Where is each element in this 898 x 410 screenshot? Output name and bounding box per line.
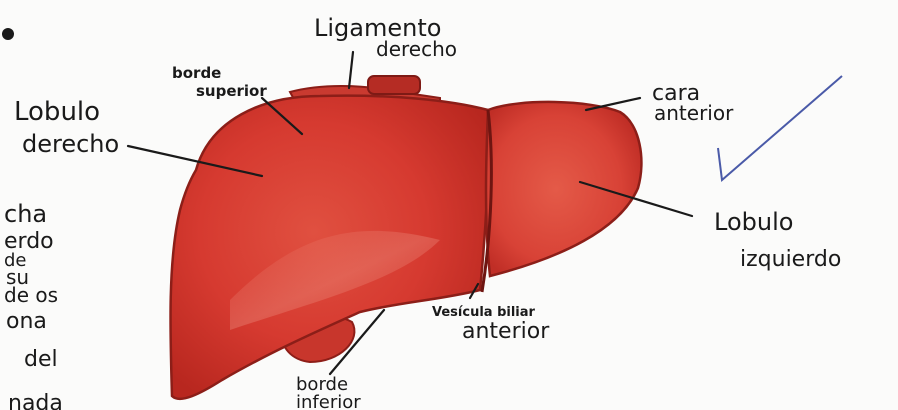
label-lobulo-derecho-2: derecho — [22, 130, 119, 158]
label-vesicula-1: Vesícula biliar — [432, 305, 536, 320]
ligament-knob — [368, 76, 420, 94]
label-cara-anterior-2: anterior — [654, 101, 734, 125]
leader-ligamento — [349, 52, 353, 88]
label-borde-superior-2: superior — [196, 82, 267, 100]
side-text-6: ona — [6, 309, 47, 334]
label-borde-inferior-2: inferior — [296, 392, 361, 410]
checkmark-icon — [718, 76, 842, 180]
label-borde-superior-1: borde — [172, 64, 221, 82]
label-lobulo-derecho-1: Lobulo — [14, 97, 100, 127]
bullet-dot — [2, 28, 14, 40]
label-vesicula-2: anterior — [462, 319, 550, 344]
label-ligamento-2: derecho — [376, 37, 457, 61]
label-lobulo-izquierdo-2: izquierdo — [740, 247, 841, 272]
left-lobe-shape — [486, 102, 641, 276]
side-text-5: de os — [4, 283, 58, 307]
side-text-1: cha — [4, 200, 47, 228]
side-text-7: del — [24, 347, 58, 372]
side-text-8: nada — [8, 391, 63, 410]
label-lobulo-izquierdo-1: Lobulo — [714, 208, 793, 236]
